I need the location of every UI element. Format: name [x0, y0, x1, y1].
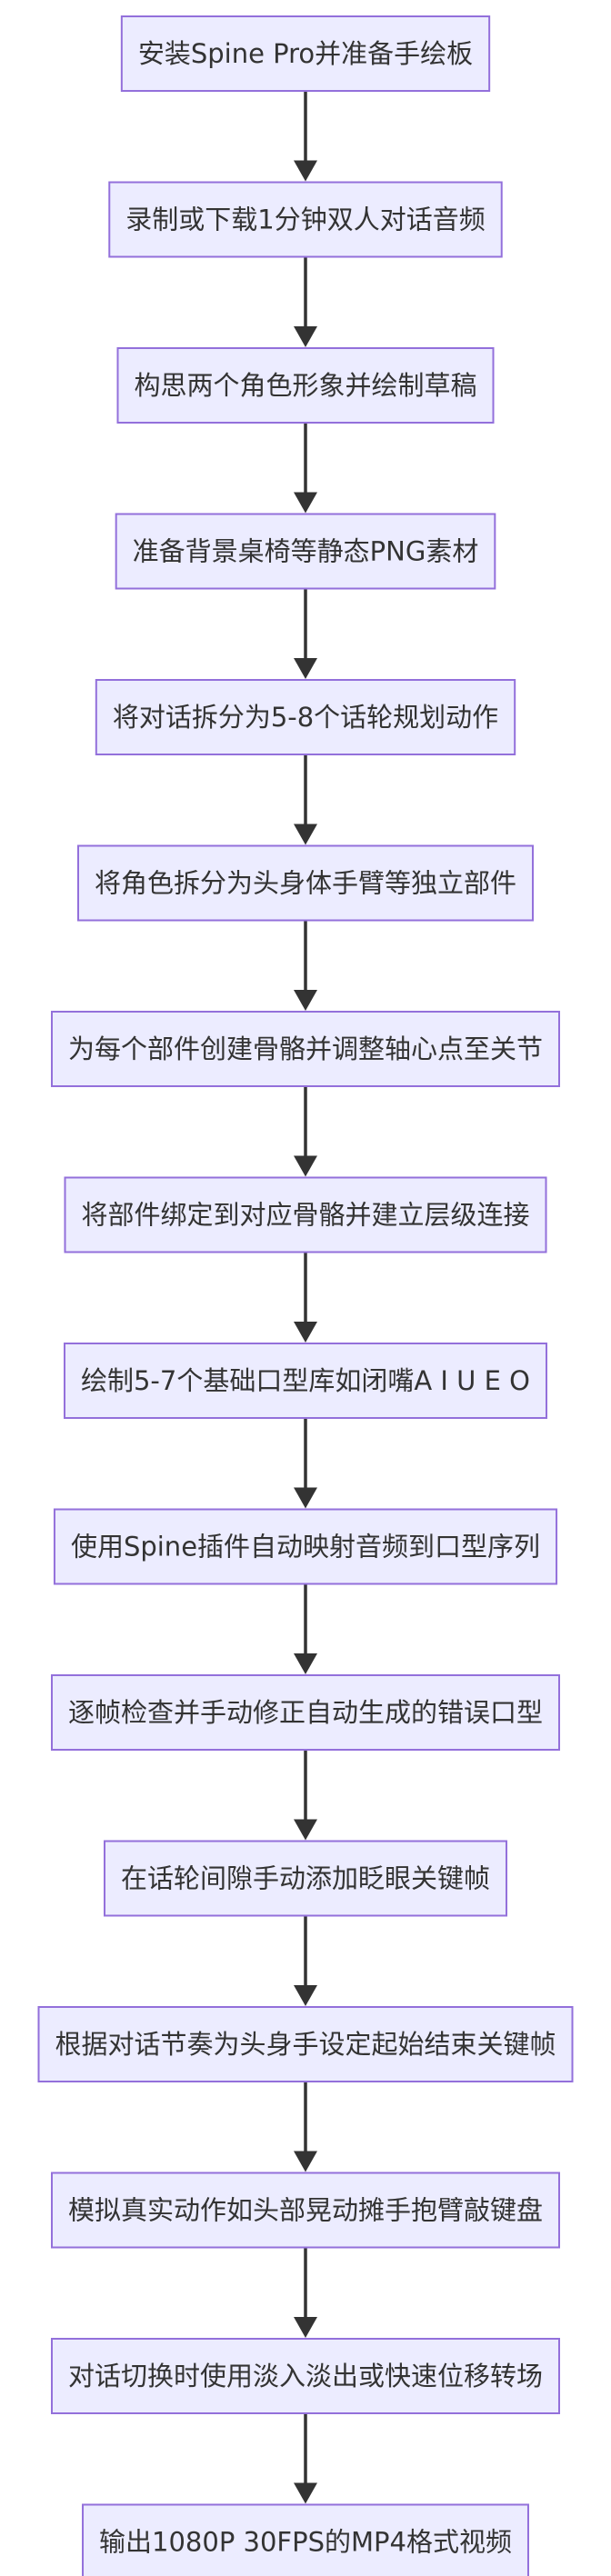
flow-arrow-head — [294, 1155, 317, 1177]
flow-step-3: 构思两个角色形象并绘制草稿 — [116, 347, 495, 424]
flow-step-6: 将角色拆分为头身体手臂等独立部件 — [76, 844, 535, 922]
flow-arrow-head — [294, 492, 317, 514]
flow-step-label: 对话切换时使用淡入淡出或快速位移转场 — [68, 2361, 543, 2391]
flow-arrow-head — [294, 1653, 317, 1674]
flow-step-label: 录制或下载1分钟双人对话音频 — [125, 205, 485, 235]
flow-step-15: 对话切换时使用淡入淡出或快速位移转场 — [50, 2338, 561, 2414]
flow-arrow-head — [294, 1819, 317, 1841]
flow-step-12: 在话轮间隙手动添加眨眼关键帧 — [103, 1840, 508, 1917]
flow-arrow-head — [294, 326, 317, 347]
flow-arrow-12 — [294, 1915, 317, 2006]
flow-step-11: 逐帧检查并手动修正自动生成的错误口型 — [50, 1674, 561, 1751]
flow-arrow-head — [294, 1322, 317, 1343]
flow-step-box — [108, 181, 503, 258]
flow-step-label: 为每个部件创建骨骼并调整轴心点至关节 — [68, 1033, 543, 1064]
flow-arrow-7 — [294, 1086, 317, 1177]
flow-step-4: 准备背景桌椅等静态PNG素材 — [115, 513, 496, 590]
flow-step-1: 安装Spine Pro并准备手绘板 — [120, 15, 491, 92]
flow-step-box — [53, 1508, 558, 1585]
flow-step-box — [120, 15, 491, 92]
flow-arrow-head — [294, 1487, 317, 1509]
flow-step-2: 录制或下载1分钟双人对话音频 — [108, 181, 503, 258]
flow-step-label: 绘制5-7个基础口型库如闭嘴A I U E O — [81, 1365, 530, 1396]
flow-step-9: 绘制5-7个基础口型库如闭嘴A I U E O — [63, 1343, 548, 1419]
flow-arrow-8 — [294, 1252, 317, 1343]
flow-step-label: 逐帧检查并手动修正自动生成的错误口型 — [68, 1697, 543, 1728]
flow-step-13: 根据对话节奏为头身手设定起始结束关键帧 — [37, 2006, 574, 2082]
flow-step-label: 输出1080P 30FPS的MP4格式视频 — [99, 2527, 512, 2558]
flow-step-14: 模拟真实动作如头部晃动摊手抱臂敲键盘 — [50, 2172, 561, 2249]
flow-arrow-15 — [294, 2413, 317, 2504]
flow-arrow-head — [294, 658, 317, 679]
flow-step-box — [50, 2338, 561, 2414]
flow-arrow-head — [294, 2151, 317, 2172]
flow-arrow-9 — [294, 1418, 317, 1509]
flow-step-box — [95, 679, 516, 755]
flow-step-label: 将部件绑定到对应骨骼并建立层级连接 — [81, 1200, 529, 1231]
flow-arrow-2 — [294, 256, 317, 347]
flow-arrow-13 — [294, 2082, 317, 2172]
flow-step-16: 输出1080P 30FPS的MP4格式视频 — [82, 2503, 529, 2576]
flow-arrow-11 — [294, 1750, 317, 1841]
flow-step-box — [103, 1840, 508, 1917]
flow-arrow-head — [294, 2482, 317, 2504]
flow-step-box — [115, 513, 496, 590]
flow-arrow-10 — [294, 1583, 317, 1674]
flow-step-box — [64, 1176, 547, 1253]
flow-step-box — [50, 2172, 561, 2249]
flow-step-box — [50, 1011, 561, 1087]
flow-step-label: 构思两个角色形象并绘制草稿 — [134, 370, 476, 401]
flow-arrow-head — [294, 990, 317, 1011]
flow-step-label: 使用Spine插件自动映射音频到口型序列 — [71, 1532, 540, 1563]
flow-arrow-head — [294, 160, 317, 182]
flow-arrow-3 — [294, 423, 317, 514]
flow-step-box — [50, 1674, 561, 1751]
flow-step-10: 使用Spine插件自动映射音频到口型序列 — [53, 1508, 558, 1585]
flow-arrow-4 — [294, 588, 317, 679]
flow-step-box — [76, 844, 535, 922]
flow-arrow-head — [294, 2317, 317, 2338]
flow-step-5: 将对话拆分为5-8个话轮规划动作 — [95, 679, 516, 755]
flow-arrow-head — [294, 824, 317, 845]
flow-step-label: 将角色拆分为头身体手臂等独立部件 — [95, 868, 516, 899]
flow-step-label: 安装Spine Pro并准备手绘板 — [138, 38, 473, 69]
flow-step-label: 准备背景桌椅等静态PNG素材 — [133, 536, 479, 567]
flow-step-box — [63, 1343, 548, 1419]
flow-step-label: 在话轮间隙手动添加眨眼关键帧 — [121, 1863, 490, 1894]
flow-step-label: 将对话拆分为5-8个话轮规划动作 — [113, 702, 498, 733]
flow-step-box — [82, 2503, 529, 2576]
flow-step-8: 将部件绑定到对应骨骼并建立层级连接 — [64, 1176, 547, 1253]
flowchart-nodes: 安装Spine Pro并准备手绘板录制或下载1分钟双人对话音频构思两个角色形象并… — [37, 15, 574, 2576]
flow-step-label: 根据对话节奏为头身手设定起始结束关键帧 — [55, 2029, 556, 2060]
flow-arrow-head — [294, 1985, 317, 2006]
flow-arrow-5 — [294, 754, 317, 845]
flow-arrow-1 — [294, 91, 317, 182]
flow-step-7: 为每个部件创建骨骼并调整轴心点至关节 — [50, 1011, 561, 1087]
flow-step-box — [37, 2006, 574, 2082]
flow-arrow-14 — [294, 2247, 317, 2338]
flow-arrow-6 — [294, 920, 317, 1011]
flow-step-label: 模拟真实动作如头部晃动摊手抱臂敲键盘 — [68, 2195, 543, 2226]
flow-step-box — [116, 347, 495, 424]
flowchart-edges — [294, 91, 317, 2504]
